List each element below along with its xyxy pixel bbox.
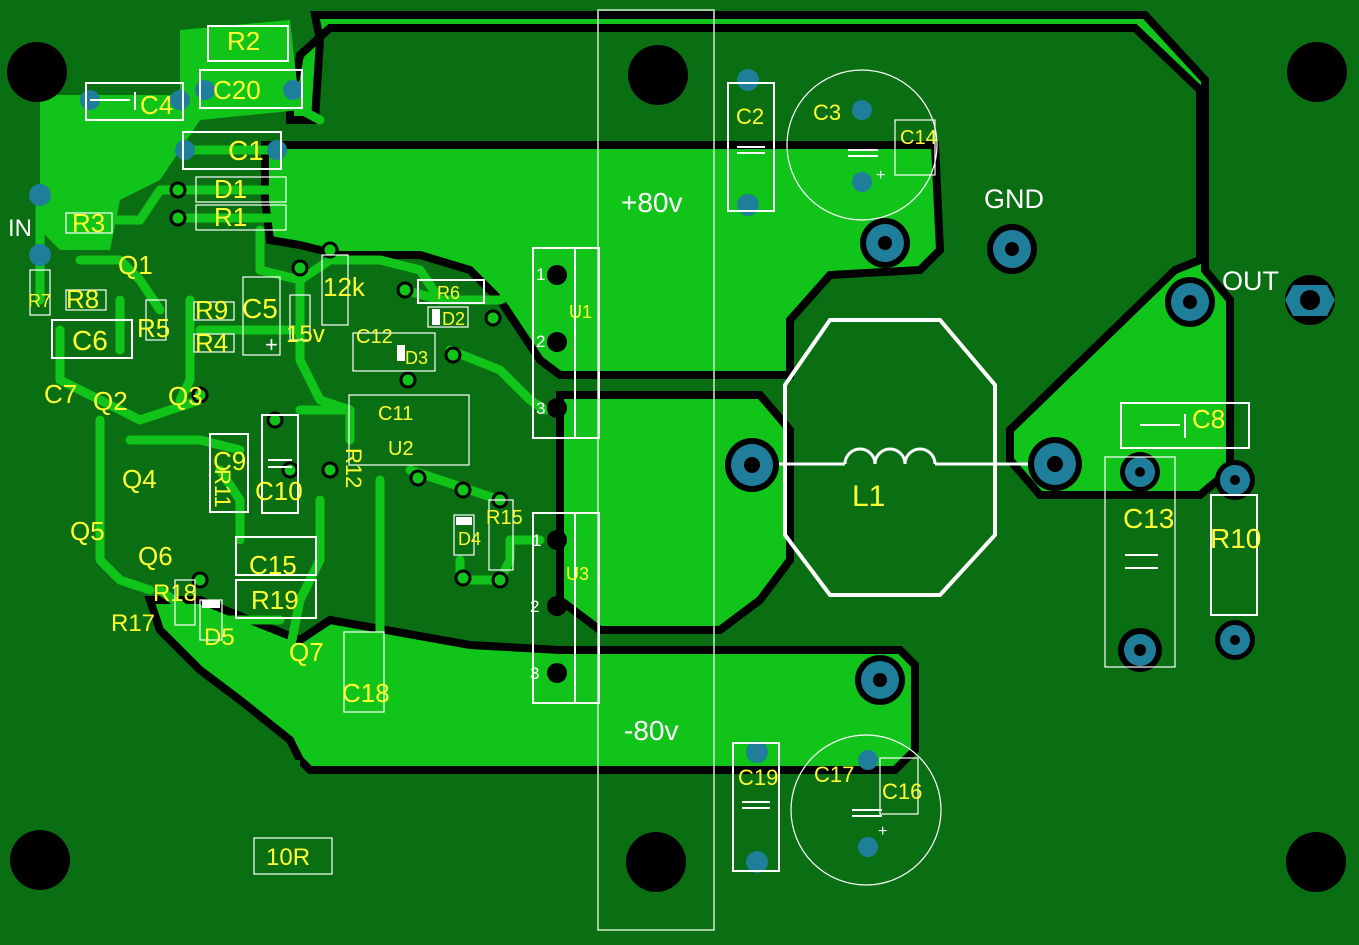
ref-c17: C17 (814, 762, 854, 787)
mount-hole-tr (1287, 42, 1347, 102)
ref-d2: D2 (442, 309, 465, 329)
u3-pin2: 2 (530, 597, 539, 616)
u1-pin3: 3 (536, 399, 545, 418)
lower-ground-pour (0, 760, 300, 945)
designators: R2 C20 C4 C1 D1 R1 R3 Q1 R7 R8 C6 R5 R9 … (28, 26, 1261, 871)
ref-c10: C10 (255, 476, 303, 506)
ref-r9: R9 (195, 295, 228, 325)
u1-footprint: 1 2 3 U1 (532, 247, 600, 439)
ref-c20: C20 (213, 75, 261, 105)
net-labels: +80v -80v GND OUT IN (8, 184, 1279, 746)
ref-r3: R3 (72, 208, 105, 238)
u1-label: U1 (569, 302, 592, 322)
heatsink-outline (597, 9, 715, 931)
ref-c11: C11 (378, 403, 413, 425)
ref-r12: R12 (341, 448, 366, 488)
ref-r11: R11 (210, 469, 235, 508)
ref-c8: C8 (1192, 404, 1225, 434)
ref-q6: Q6 (138, 541, 173, 571)
u3-footprint: 1 2 3 U3 (530, 512, 600, 704)
mount-hole-br (1286, 832, 1346, 892)
mount-hole-tc (628, 45, 688, 105)
ref-r5: R5 (137, 313, 170, 343)
ref-r8: R8 (66, 284, 99, 314)
c17-plus: + (878, 823, 887, 840)
control-pour (40, 20, 300, 250)
ref-r18: R18 (153, 580, 197, 607)
ref-c19: C19 (738, 765, 778, 790)
silkscreen-outlines (29, 25, 1258, 886)
ref-c9: C9 (213, 446, 246, 476)
ref-d5: D5 (204, 624, 235, 651)
ref-r4: R4 (195, 328, 228, 358)
ref-d1: D1 (214, 174, 247, 204)
pos-rail-label: +80v (621, 187, 683, 218)
ref-c1: C1 (228, 135, 264, 166)
pads (29, 69, 1335, 873)
ref-u2: U2 (388, 438, 414, 460)
ref-c14: C14 (900, 127, 937, 149)
ref-q1: Q1 (118, 250, 153, 280)
c5-plus: + (265, 332, 278, 357)
ref-c2: C2 (736, 104, 764, 129)
ref-d3: D3 (405, 348, 428, 368)
c3-plus: + (876, 167, 885, 184)
gnd-label: GND (984, 184, 1044, 214)
ref-r10: R10 (1210, 523, 1261, 554)
ref-q4: Q4 (122, 464, 157, 494)
ref-r17: R17 (111, 610, 155, 637)
ref-c7: C7 (44, 379, 77, 409)
ref-r1: R1 (214, 202, 247, 232)
out-label: OUT (1222, 266, 1279, 296)
ref-d4: D4 (458, 529, 481, 549)
ref-c13: C13 (1123, 503, 1174, 534)
pos-80v-pour (261, 141, 945, 379)
mount-hole-bl (10, 830, 70, 890)
ref-c4: C4 (140, 90, 173, 120)
ref-c18: C18 (342, 678, 390, 708)
ref-10r: 10R (266, 844, 310, 871)
neg-rail-label: -80v (624, 715, 678, 746)
ref-c3: C3 (813, 100, 841, 125)
u3-label: U3 (566, 564, 589, 584)
u3-pin3: 3 (530, 664, 539, 683)
inductor-outline (783, 318, 997, 597)
ref-q2: Q2 (93, 386, 128, 416)
ref-r19: R19 (251, 585, 299, 615)
ref-c6: C6 (72, 325, 108, 356)
ref-q3: Q3 (168, 381, 203, 411)
ref-c16: C16 (882, 779, 922, 804)
ref-r15: R15 (486, 507, 523, 529)
u1-pin2: 2 (536, 332, 545, 351)
u1-pin1: 1 (536, 265, 545, 284)
ref-15v: 15v (286, 321, 325, 348)
ref-q7: Q7 (289, 637, 324, 667)
in-label: IN (8, 215, 32, 242)
ref-q5: Q5 (70, 516, 105, 546)
mount-hole-bc (626, 832, 686, 892)
ref-c15: C15 (249, 550, 297, 580)
copper-pours (0, 11, 1234, 945)
ref-r7: R7 (28, 291, 51, 311)
mount-hole-tl (7, 42, 67, 102)
u3-pin1: 1 (532, 531, 541, 550)
ref-c12: C12 (356, 326, 393, 348)
ref-r6: R6 (437, 283, 460, 303)
ref-c5: C5 (242, 293, 278, 324)
ref-l1: L1 (852, 480, 885, 513)
mounting-holes (7, 42, 1347, 892)
traces (35, 65, 550, 665)
ref-12k: 12k (323, 272, 366, 302)
ref-r2: R2 (227, 26, 260, 56)
